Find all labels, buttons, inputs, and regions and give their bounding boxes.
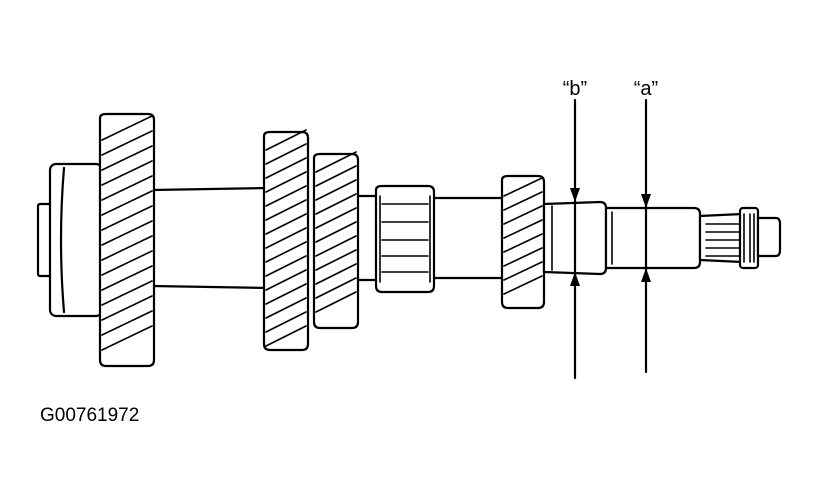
splined-hub (374, 184, 436, 294)
label-b: “b” (563, 78, 587, 100)
label-a: “a” (634, 78, 658, 100)
large-helical-gear (98, 112, 156, 368)
helical-gear-3 (312, 151, 360, 330)
left-bearing (36, 162, 104, 318)
measurement-line-a (641, 98, 651, 374)
main-shaft (150, 186, 506, 290)
small-helical-gear (500, 174, 546, 310)
figure-id: G00761972 (40, 405, 139, 426)
measurement-line-b (570, 98, 580, 380)
helical-gear-2 (262, 129, 310, 352)
journal-a (604, 206, 702, 270)
shaft-spline-end (698, 206, 782, 270)
